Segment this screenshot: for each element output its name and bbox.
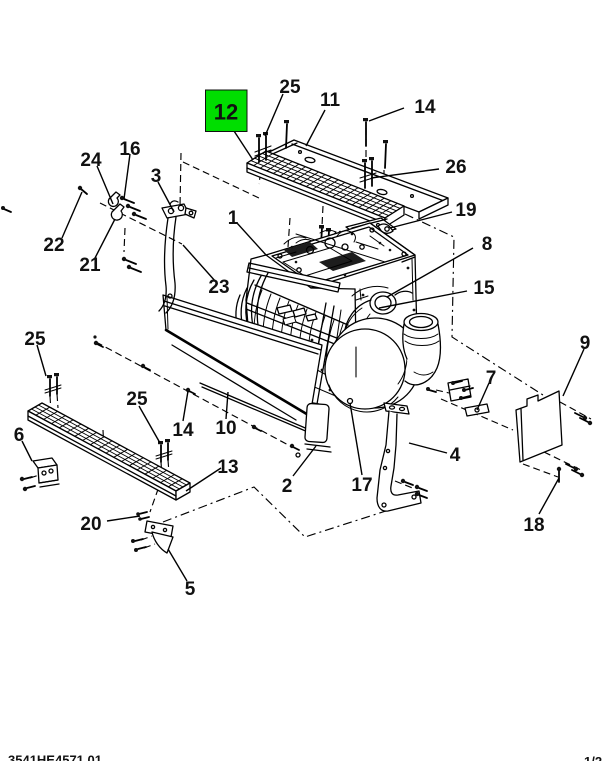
svg-text:26: 26 xyxy=(445,157,466,178)
svg-text:5: 5 xyxy=(185,579,196,600)
svg-text:25: 25 xyxy=(24,329,46,350)
svg-text:6: 6 xyxy=(14,425,25,446)
svg-text:18: 18 xyxy=(523,515,544,536)
svg-text:11: 11 xyxy=(320,90,341,111)
svg-text:3: 3 xyxy=(151,166,162,187)
svg-text:7: 7 xyxy=(486,368,497,389)
svg-text:4: 4 xyxy=(450,445,461,466)
svg-text:13: 13 xyxy=(217,457,238,478)
svg-text:17: 17 xyxy=(351,475,372,496)
svg-text:3541HE4571 01: 3541HE4571 01 xyxy=(8,753,102,761)
svg-text:14: 14 xyxy=(414,97,436,118)
svg-text:8: 8 xyxy=(482,234,493,255)
svg-text:9: 9 xyxy=(580,333,591,354)
svg-text:2: 2 xyxy=(282,476,293,497)
svg-text:10: 10 xyxy=(215,418,236,439)
svg-text:1: 1 xyxy=(228,208,239,229)
svg-text:12: 12 xyxy=(214,100,238,125)
svg-text:22: 22 xyxy=(43,235,64,256)
svg-text:19: 19 xyxy=(455,200,476,221)
svg-text:25: 25 xyxy=(279,77,301,98)
svg-text:21: 21 xyxy=(79,255,101,276)
svg-text:15: 15 xyxy=(473,278,495,299)
svg-text:14: 14 xyxy=(172,420,194,441)
svg-text:1/2: 1/2 xyxy=(584,754,602,761)
svg-text:23: 23 xyxy=(208,277,229,298)
svg-text:25: 25 xyxy=(126,389,148,410)
svg-text:24: 24 xyxy=(80,150,102,171)
svg-text:16: 16 xyxy=(119,139,140,160)
svg-text:20: 20 xyxy=(80,514,101,535)
